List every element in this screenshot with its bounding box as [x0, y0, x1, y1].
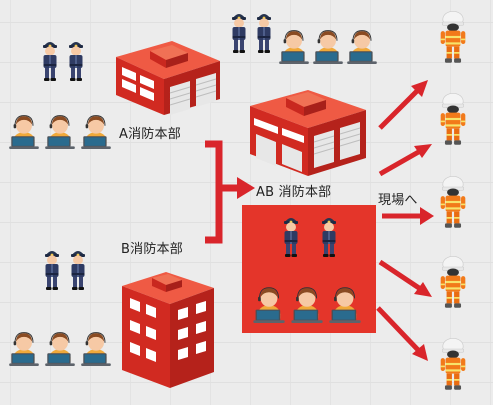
- arrow-icon: [414, 144, 432, 158]
- firefighter-icon: [438, 10, 468, 64]
- firefighter-icon: [438, 92, 468, 146]
- label-hq-a: A消防本部: [119, 127, 181, 142]
- arrow-icon: [412, 344, 428, 361]
- arrow-icon: [414, 282, 432, 297]
- firefighter-icon: [438, 337, 468, 391]
- label-hq-ab: AB 消防本部: [256, 185, 332, 200]
- fire-station-ab-building: [250, 90, 366, 176]
- fire-station-a-building: [116, 41, 220, 115]
- fire-station-b-building: [122, 272, 214, 388]
- label-hq-b: B消防本部: [121, 242, 183, 257]
- firefighter-icon: [438, 175, 468, 229]
- arrow-icon: [411, 80, 428, 97]
- firefighter-icon: [438, 255, 468, 309]
- arrow-icon: [378, 86, 422, 130]
- arrow-icon: [376, 306, 422, 354]
- arrow-icon: [378, 259, 424, 293]
- arrow-icon: [420, 207, 434, 225]
- label-to-site: 現場へ: [378, 193, 418, 208]
- merge-bracket-arrow-icon: [205, 140, 255, 244]
- arrow-icon: [378, 147, 424, 177]
